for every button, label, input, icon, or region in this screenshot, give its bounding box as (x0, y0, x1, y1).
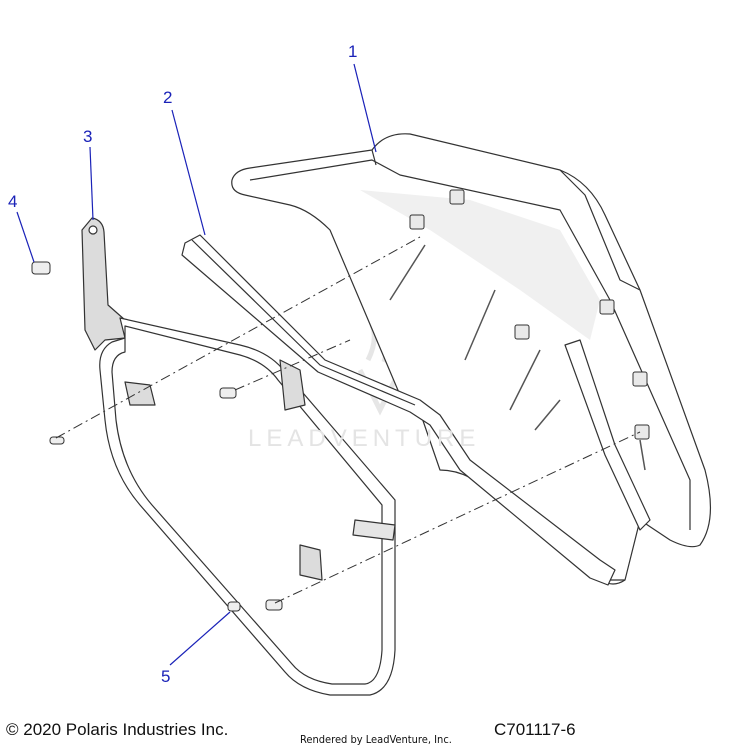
panel-clips (409, 189, 650, 440)
leader-lines (16, 63, 377, 666)
screw-right (265, 599, 283, 611)
callout-1: 1 (348, 42, 358, 61)
drawing-number: C701117-6 (494, 720, 576, 739)
panel-ribs (389, 244, 646, 471)
copyright-text: © 2020 Polaris Industries Inc. (6, 720, 229, 739)
seal-strip (181, 234, 651, 586)
fasteners (31, 261, 283, 612)
callout-4: 4 (8, 192, 18, 211)
callout-5: 5 (161, 667, 171, 686)
rendered-by-text: Rendered by LeadVenture, Inc. (300, 733, 452, 746)
screw-left (49, 436, 65, 445)
callout-3: 3 (83, 127, 93, 146)
alignment-lines (55, 236, 641, 604)
screw-5 (227, 601, 241, 612)
callout-2: 2 (163, 88, 173, 107)
watermark-text: LEADVENTURE (248, 425, 481, 452)
bolt-4 (31, 261, 51, 275)
roof-frame-panel (231, 133, 712, 585)
tube-bracket-assembly (81, 217, 396, 696)
panel-shading (360, 190, 600, 340)
bolt-center (219, 387, 237, 399)
